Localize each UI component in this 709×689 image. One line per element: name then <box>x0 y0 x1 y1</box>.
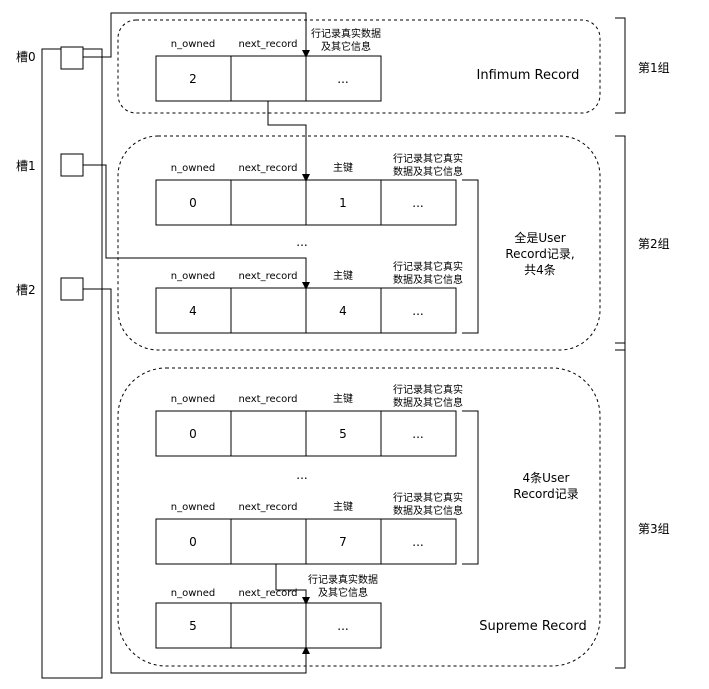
slot-2-label: 槽2 <box>16 283 36 297</box>
slot-2-pointer <box>83 288 310 674</box>
slot-1-box[interactable] <box>60 153 84 177</box>
g3-first-header-data-line1: 行记录其它真实 <box>393 383 463 396</box>
g2-note-line2: Record记录, <box>505 247 574 261</box>
group-3-bracket <box>615 342 626 669</box>
g3-last-next-record-cell[interactable] <box>230 518 307 565</box>
g3-last-header-data-line2: 数据及其它信息 <box>393 504 463 517</box>
g3-note-line2: Record记录 <box>513 487 578 501</box>
g3-last-data-cell[interactable] <box>380 518 457 565</box>
g2-note-line3: 共4条 <box>524 263 556 277</box>
g3-last-n-owned-value: 0 <box>189 535 197 549</box>
g3-first-data-cell[interactable] <box>380 410 457 457</box>
slot-1-pointer <box>83 164 310 290</box>
g2-records-bracket <box>462 179 479 334</box>
group-2-bracket <box>615 135 626 351</box>
g2-last-data-value: ... <box>412 304 423 318</box>
slot-0-box[interactable] <box>60 46 84 70</box>
g2-first-key-value: 1 <box>339 196 347 210</box>
group-1-label: 第1组 <box>638 61 670 75</box>
supremum-next-record-cell[interactable] <box>230 602 307 649</box>
infimum-header-data-line2: 及其它信息 <box>321 40 371 53</box>
infimum-record-label: Infimum Record <box>477 68 580 83</box>
infimum-next-record-cell[interactable] <box>230 55 307 102</box>
g3-last-next-pointer <box>275 564 310 605</box>
g2-first-header-data-line1: 行记录其它真实 <box>393 152 463 165</box>
supremum-data-cell[interactable] <box>305 602 382 649</box>
supremum-header-n-owned: n_owned <box>171 588 215 599</box>
infimum-n-owned-value: 2 <box>189 72 197 86</box>
g2-last-next-record-cell[interactable] <box>230 287 307 334</box>
group-3-container <box>117 367 601 667</box>
g3-last-key-value: 7 <box>339 535 347 549</box>
slot-1-label: 槽1 <box>16 159 36 173</box>
g3-first-n-owned-value: 0 <box>189 427 197 441</box>
supremum-header-next-record: next_record <box>238 588 297 599</box>
g3-first-header-key: 主键 <box>333 392 353 405</box>
g3-last-key-cell[interactable] <box>305 518 382 565</box>
g2-first-n-owned-value: 0 <box>189 196 197 210</box>
g2-first-header-next-record: next_record <box>238 163 297 174</box>
g3-last-data-value: ... <box>412 535 423 549</box>
supremum-n-owned-cell[interactable] <box>155 602 232 649</box>
g3-first-key-cell[interactable] <box>305 410 382 457</box>
supremum-record-label: Supreme Record <box>479 619 587 634</box>
infimum-header-data-line1: 行记录真实数据 <box>311 27 381 40</box>
g2-first-header-n-owned: n_owned <box>171 163 215 174</box>
infimum-header-next-record: next_record <box>238 39 297 50</box>
group-1-bracket <box>615 17 626 114</box>
g2-last-n-owned-value: 4 <box>189 304 197 318</box>
supremum-header-data-line1: 行记录真实数据 <box>308 573 378 586</box>
group-2-label: 第2组 <box>638 237 670 251</box>
g3-last-header-data-line1: 行记录其它真实 <box>393 491 463 504</box>
g3-note-line1: 4条User <box>523 471 570 485</box>
g2-first-data-cell[interactable] <box>380 179 457 226</box>
slot-0-pointer <box>83 12 310 58</box>
g3-first-header-next-record: next_record <box>238 394 297 405</box>
supremum-header-data-line2: 及其它信息 <box>318 586 368 599</box>
g2-last-header-n-owned: n_owned <box>171 271 215 282</box>
g3-records-bracket <box>462 410 479 565</box>
infimum-data-value: ... <box>337 72 348 86</box>
g2-first-data-value: ... <box>412 196 423 210</box>
g2-note-line1: 全是User <box>514 230 565 245</box>
g2-ellipsis: ... <box>296 235 307 249</box>
g3-first-n-owned-cell[interactable] <box>155 410 232 457</box>
g2-first-next-record-cell[interactable] <box>230 179 307 226</box>
g3-last-n-owned-cell[interactable] <box>155 518 232 565</box>
g3-last-header-next-record: next_record <box>238 502 297 513</box>
g2-last-key-cell[interactable] <box>305 287 382 334</box>
g3-first-header-data-line2: 数据及其它信息 <box>393 396 463 409</box>
slot-0-label: 槽0 <box>16 50 36 64</box>
g3-ellipsis: ... <box>296 468 307 482</box>
group-2-container <box>117 135 601 351</box>
g3-last-header-n-owned: n_owned <box>171 502 215 513</box>
infimum-data-cell[interactable] <box>305 55 382 102</box>
g2-last-header-key: 主键 <box>333 269 353 282</box>
g3-first-key-value: 5 <box>339 427 347 441</box>
g2-last-header-data-line1: 行记录其它真实 <box>393 260 463 273</box>
g2-last-header-data-line2: 数据及其它信息 <box>393 273 463 286</box>
g2-first-header-data-line2: 数据及其它信息 <box>393 165 463 178</box>
g2-last-data-cell[interactable] <box>380 287 457 334</box>
g3-last-header-key: 主键 <box>333 500 353 513</box>
g2-last-n-owned-cell[interactable] <box>155 287 232 334</box>
supremum-n-owned-value: 5 <box>189 619 197 633</box>
group-3-label: 第3组 <box>638 522 670 536</box>
g2-last-header-next-record: next_record <box>238 271 297 282</box>
g3-first-header-n-owned: n_owned <box>171 394 215 405</box>
g2-first-header-key: 主键 <box>333 161 353 174</box>
group-1-container <box>117 19 601 114</box>
g3-first-next-record-cell[interactable] <box>230 410 307 457</box>
g3-first-data-value: ... <box>412 427 423 441</box>
infimum-next-pointer <box>267 101 310 182</box>
infimum-header-n-owned: n_owned <box>171 39 215 50</box>
page-directory-column <box>41 48 103 679</box>
supremum-data-value: ... <box>337 619 348 633</box>
slot-2-box[interactable] <box>60 277 84 301</box>
g2-last-key-value: 4 <box>339 304 347 318</box>
